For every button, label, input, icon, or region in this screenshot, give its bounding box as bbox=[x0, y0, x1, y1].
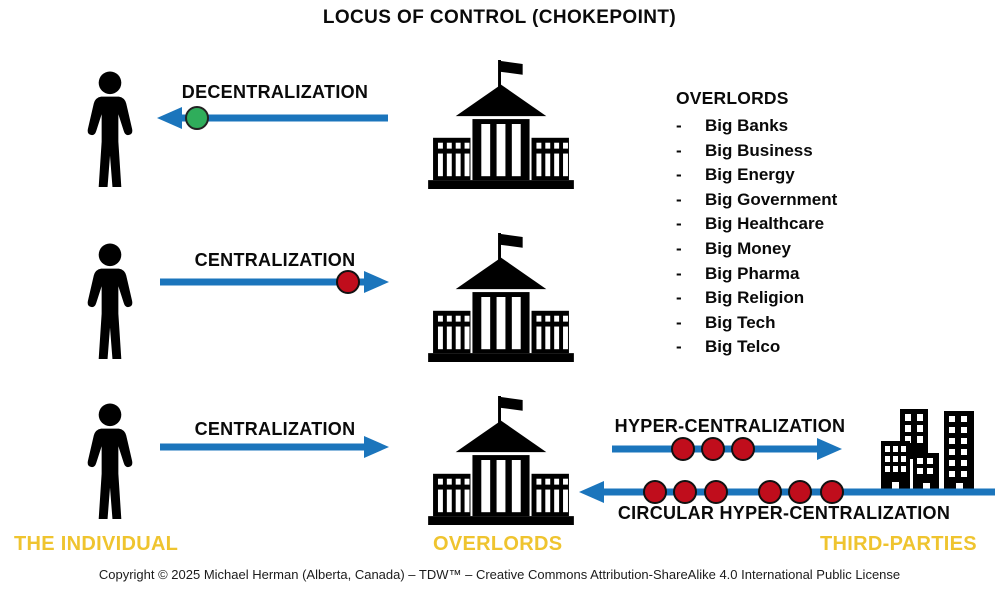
individual-icon bbox=[87, 243, 133, 360]
third-parties-city-icon bbox=[881, 409, 974, 492]
red-dot bbox=[788, 480, 812, 504]
red-dot bbox=[673, 480, 697, 504]
list-item: - Big Business bbox=[676, 139, 837, 164]
list-item-label: Big Telco bbox=[705, 337, 781, 357]
bullet: - bbox=[676, 116, 682, 135]
individual-icon bbox=[87, 403, 133, 520]
bullet: - bbox=[676, 238, 682, 258]
overlords-building-icon bbox=[428, 60, 574, 189]
overlords-building-icon bbox=[428, 396, 574, 525]
red-dot bbox=[731, 437, 755, 461]
list-item: - Big Money bbox=[676, 237, 837, 262]
list-item-label: Big Religion bbox=[705, 288, 805, 308]
red-dot bbox=[758, 480, 782, 504]
list-item-label: Big Healthcare bbox=[705, 214, 825, 234]
list-item-label: Big Government bbox=[705, 189, 838, 209]
bullet: - bbox=[676, 189, 682, 209]
centralization-arrow bbox=[160, 436, 389, 458]
list-item: - Big Pharma bbox=[676, 262, 837, 287]
red-dot bbox=[704, 480, 728, 504]
bullet: - bbox=[676, 140, 682, 160]
list-item: - Big Tech bbox=[676, 311, 837, 336]
the-individual-label: THE INDIVIDUAL bbox=[14, 533, 179, 555]
list-item: - Big Energy bbox=[676, 163, 837, 188]
decentralization-arrow bbox=[157, 106, 388, 130]
individual-icon bbox=[87, 71, 133, 188]
bullet: - bbox=[676, 214, 682, 234]
list-item-label: Big Energy bbox=[705, 165, 795, 185]
overlords-building-icon bbox=[428, 233, 574, 362]
third-parties-label: THIRD-PARTIES bbox=[820, 533, 977, 555]
centralization-label: CENTRALIZATION bbox=[194, 419, 356, 439]
circular-hyper-centralization-arrow bbox=[579, 480, 995, 504]
hyper-centralization-label: HYPER-CENTRALIZATION bbox=[614, 416, 846, 436]
decentralization-label: DECENTRALIZATION bbox=[181, 82, 369, 102]
list-item-label: Big Banks bbox=[705, 116, 789, 135]
bullet: - bbox=[676, 312, 682, 332]
list-item: - Big Healthcare bbox=[676, 212, 837, 237]
red-dot bbox=[701, 437, 725, 461]
green-dot bbox=[185, 106, 209, 130]
red-dot bbox=[820, 480, 844, 504]
bullet: - bbox=[676, 165, 682, 185]
list-item: - Big Telco bbox=[676, 335, 837, 360]
red-dot bbox=[643, 480, 667, 504]
bullet: - bbox=[676, 263, 682, 283]
centralization-arrow bbox=[160, 270, 389, 294]
red-dot bbox=[336, 270, 360, 294]
overlords-list-header: OVERLORDS bbox=[676, 88, 789, 108]
overlords-list: OVERLORDS - Big Banks - Big Business - Big … bbox=[676, 88, 837, 360]
centralization-label: CENTRALIZATION bbox=[194, 250, 356, 270]
copyright-notice: Copyright © 2025 Michael Herman (Alberta… bbox=[98, 567, 901, 582]
bullet: - bbox=[676, 337, 682, 357]
list-item: - Big Religion bbox=[676, 286, 837, 311]
list-item-label: Big Money bbox=[705, 238, 791, 258]
hyper-centralization-arrow bbox=[612, 437, 842, 461]
list-item-label: Big Business bbox=[705, 140, 813, 160]
page-title: LOCUS OF CONTROL (CHOKEPOINT) bbox=[322, 7, 677, 28]
overlords-label: OVERLORDS bbox=[433, 533, 563, 555]
circular-hyper-centralization-label: CIRCULAR HYPER-CENTRALIZATION bbox=[617, 503, 951, 523]
overlords-items: - Big Banks - Big Business - Big Energy - Bi… bbox=[676, 114, 837, 360]
red-dot bbox=[671, 437, 695, 461]
list-item-label: Big Pharma bbox=[705, 263, 800, 283]
list-item: - Big Banks bbox=[676, 114, 837, 139]
bullet: - bbox=[676, 288, 682, 308]
list-item: - Big Government bbox=[676, 188, 837, 213]
list-item-label: Big Tech bbox=[705, 312, 776, 332]
